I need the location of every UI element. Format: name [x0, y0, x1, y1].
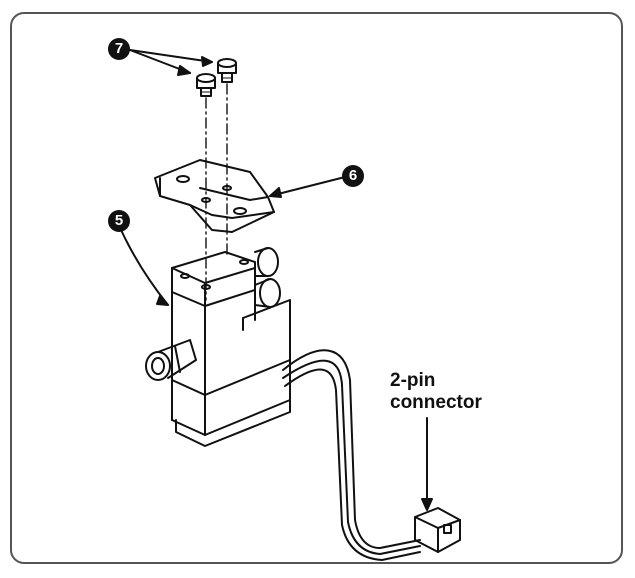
connector-label-line2: connector: [390, 392, 482, 413]
screw-left: [196, 73, 216, 97]
bracket-leader: [269, 176, 346, 198]
connector-label: 2-pin connector: [390, 370, 482, 414]
diagram-frame: [10, 12, 623, 564]
valve-callout-badge: 5: [108, 210, 130, 232]
two-pin-connector: [414, 507, 461, 553]
screw-leader-lines: [129, 49, 213, 76]
solenoid-valve-body: [171, 251, 291, 447]
connector-leader: [421, 417, 433, 511]
screw-callout-badge: 7: [108, 38, 130, 60]
connector-label-line1: 2-pin: [390, 370, 436, 391]
air-fittings-right: [254, 247, 281, 308]
wire-harness: [282, 349, 421, 561]
air-fitting-left: [145, 339, 197, 381]
valve-leader: [121, 231, 169, 306]
mounting-bracket: [154, 159, 275, 233]
screw-right: [217, 58, 237, 83]
bracket-callout-badge: 6: [342, 165, 364, 187]
